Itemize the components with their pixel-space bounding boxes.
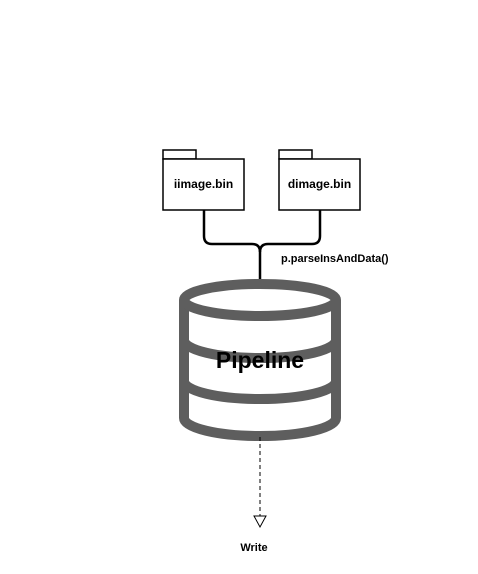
connector-iimage-to-pipeline (202, 210, 262, 282)
output-arrowhead (253, 515, 267, 529)
merge-label: p.parseInsAndData() (281, 253, 389, 265)
file-node-dimage-tab (278, 149, 313, 160)
file-node-iimage-tab (162, 149, 197, 160)
file-node-dimage-label: dimage.bin (288, 177, 351, 191)
pipeline-cylinder-body (179, 300, 341, 441)
connector-dimage-to-pipeline (258, 210, 322, 253)
pipeline-label: Pipeline (216, 347, 304, 373)
file-node-dimage-body (278, 158, 361, 211)
file-node-iimage-body (162, 158, 245, 211)
pipeline-cylinder-ring-2 (179, 380, 341, 404)
file-node-iimage-label: iimage.bin (174, 177, 233, 191)
file-node-dimage[interactable]: dimage.bin (278, 149, 361, 211)
output-label: Write (240, 542, 267, 554)
pipeline-cylinder-top (179, 279, 341, 321)
pipeline-cylinder-ring-1 (179, 339, 341, 363)
file-node-iimage[interactable]: iimage.bin (162, 149, 245, 211)
pipeline-cylinder[interactable]: Pipeline (179, 279, 341, 441)
